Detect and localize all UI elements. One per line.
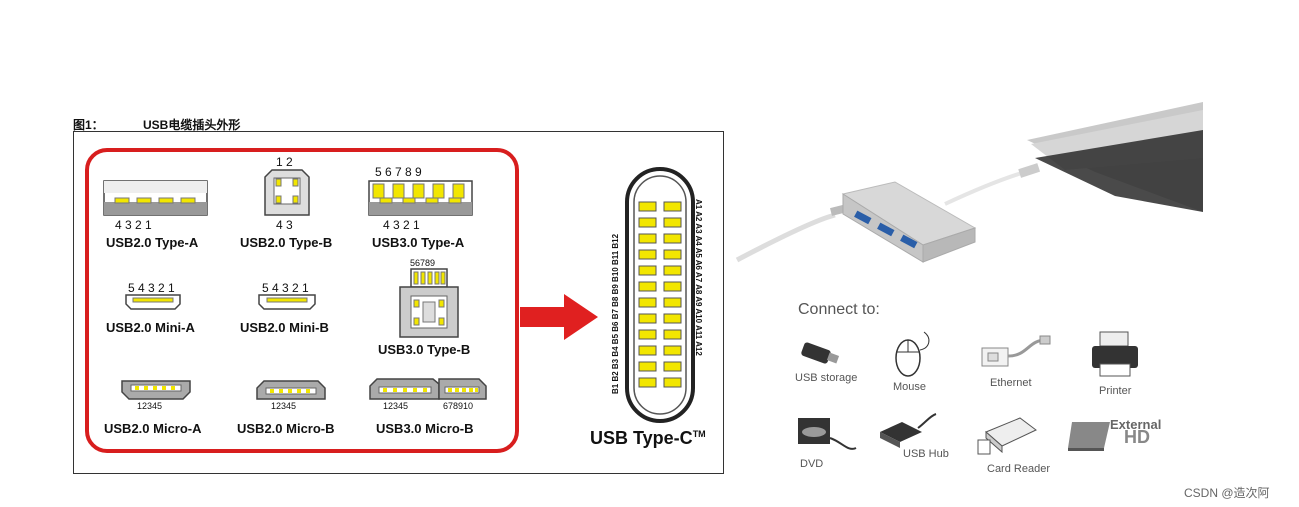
typec-pin-a8 (663, 313, 682, 324)
usb3-micro-b-pins: 12345 (383, 401, 409, 411)
typec-pin-a1 (663, 201, 682, 212)
card-reader-label: Card Reader (987, 463, 1050, 475)
typec-pin-b4 (638, 249, 657, 260)
usb3-micro-b-icon (369, 378, 487, 400)
usb2-mini-a-label: USB2.0 Mini-A (106, 320, 195, 335)
ethernet-label: Ethernet (990, 377, 1032, 389)
dvd-drive-icon (798, 418, 857, 450)
typec-pin-b3 (638, 233, 657, 244)
external-hd-sublabel: HD (1124, 427, 1150, 447)
typec-pin-a11 (663, 361, 682, 372)
usb3-type-a-icon (368, 180, 473, 216)
usb2-type-b-label: USB2.0 Type-B (240, 235, 333, 250)
figure-title: 图1： USB电缆插头外形 (73, 116, 240, 133)
usb-type-c-icon (625, 167, 695, 423)
typec-pin-b6 (638, 281, 657, 292)
usb3-micro-b-pins-extra: 678910 (443, 401, 474, 411)
figure-label: 图1： (73, 118, 104, 132)
usb3-type-a-label: USB3.0 Type-A (372, 235, 465, 250)
typec-pin-b7 (638, 297, 657, 308)
typec-pin-a10 (663, 345, 682, 356)
usb2-mini-b-icon (258, 294, 316, 310)
usb2-mini-a-pins: 5 4 3 2 1 (128, 281, 175, 295)
usb2-micro-a-icon (121, 380, 191, 400)
connector-group-box (85, 148, 519, 453)
mouse-icon (895, 331, 930, 377)
usb2-micro-a-pins: 12345 (137, 401, 163, 411)
typec-pin-a12 (663, 377, 682, 388)
usb2-type-b-pins-bottom: 4 3 (276, 218, 293, 232)
typec-row-a: A1 A2 A3 A4 A5 A6 A7 A8 A9 A10 A11 A12 (694, 199, 703, 356)
usb-hub-icon (880, 413, 937, 448)
usb2-type-b-pins-top: 1 2 (276, 155, 293, 169)
usb2-type-a-label: USB2.0 Type-A (106, 235, 199, 250)
printer-icon (1092, 331, 1138, 377)
usb2-type-a-icon (103, 180, 208, 216)
usb3-micro-b-label: USB3.0 Micro-B (376, 421, 474, 436)
typec-pin-a6 (663, 281, 682, 292)
arrow-right-icon (520, 294, 598, 340)
connect-to-heading: Connect to: (798, 301, 880, 318)
printer-label: Printer (1099, 385, 1132, 397)
typec-pin-a5 (663, 265, 682, 276)
usb3-type-b-label: USB3.0 Type-B (378, 342, 471, 357)
usb2-mini-b-pins: 5 4 3 2 1 (262, 281, 309, 295)
usb3-type-a-pins-bottom: 4 3 2 1 (383, 218, 420, 232)
usb3-type-b-pins: 56789 (410, 258, 436, 268)
usb2-micro-b-label: USB2.0 Micro-B (237, 421, 335, 436)
typec-pin-a4 (663, 249, 682, 260)
typec-pin-b12 (638, 377, 657, 388)
usb3-type-b-icon (399, 268, 459, 338)
external-hd-icon (1068, 422, 1110, 451)
usb2-mini-b-label: USB2.0 Mini-B (240, 320, 329, 335)
typec-row-b: B1 B2 B3 B4 B5 B6 B7 B8 B9 B10 B11 B12 (611, 233, 620, 394)
figure-caption: USB电缆插头外形 (143, 118, 241, 132)
typec-title: USB Type-CTM (590, 428, 706, 449)
trademark-mark: TM (692, 429, 706, 439)
typec-pin-b8 (638, 313, 657, 324)
dvd-label: DVD (800, 458, 824, 470)
usb2-micro-a-label: USB2.0 Micro-A (104, 421, 202, 436)
typec-title-text: USB Type-C (590, 428, 693, 448)
usb2-type-a-pins: 4 3 2 1 (115, 218, 152, 232)
typec-pin-a9 (663, 329, 682, 340)
usb2-micro-b-pins: 12345 (271, 401, 297, 411)
external-hd-label: External (1110, 417, 1162, 432)
ethernet-adapter-icon (981, 335, 1051, 367)
typec-pin-b10 (638, 345, 657, 356)
typec-pin-b11 (638, 361, 657, 372)
watermark: CSDN @造次阿 (1184, 486, 1270, 500)
mouse-label: Mouse (893, 381, 927, 393)
typec-pin-b2 (638, 217, 657, 228)
typec-pin-b9 (638, 329, 657, 340)
usb2-micro-b-icon (256, 380, 326, 400)
figure-frame (73, 131, 724, 474)
typec-pin-b1 (638, 201, 657, 212)
usb-stick-icon (801, 342, 840, 364)
typec-pin-a3 (663, 233, 682, 244)
usb3-type-a-pins-top: 5 6 7 8 9 (375, 165, 422, 179)
card-reader-icon (977, 417, 1037, 455)
typec-pin-a2 (663, 217, 682, 228)
usb2-type-b-icon (264, 169, 310, 216)
usb2-mini-a-icon (125, 294, 181, 310)
typec-pin-a7 (663, 297, 682, 308)
usb-hub-label: USB Hub (903, 448, 949, 460)
usb-storage-label: USB storage (795, 372, 858, 384)
usb-c-hub-photo (735, 102, 1203, 263)
typec-pin-b5 (638, 265, 657, 276)
